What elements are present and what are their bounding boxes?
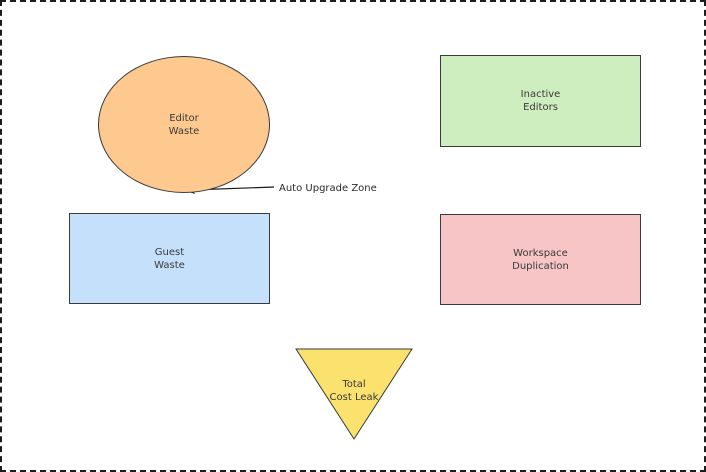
node-inactive-editors: Inactive Editors <box>440 55 641 147</box>
node-editor-waste: Editor Waste <box>98 56 270 193</box>
node-editor-waste-label: Editor Waste <box>168 112 200 137</box>
node-workspace-duplication: Workspace Duplication <box>440 214 641 305</box>
annotation-auto-upgrade-zone-label: Auto Upgrade Zone <box>279 183 377 194</box>
node-guest-waste: Guest Waste <box>69 213 270 304</box>
node-guest-waste-label: Guest Waste <box>154 246 185 271</box>
node-total-cost-leak-triangle <box>295 348 413 440</box>
node-workspace-duplication-label: Workspace Duplication <box>512 247 569 272</box>
node-inactive-editors-label: Inactive Editors <box>520 89 561 113</box>
